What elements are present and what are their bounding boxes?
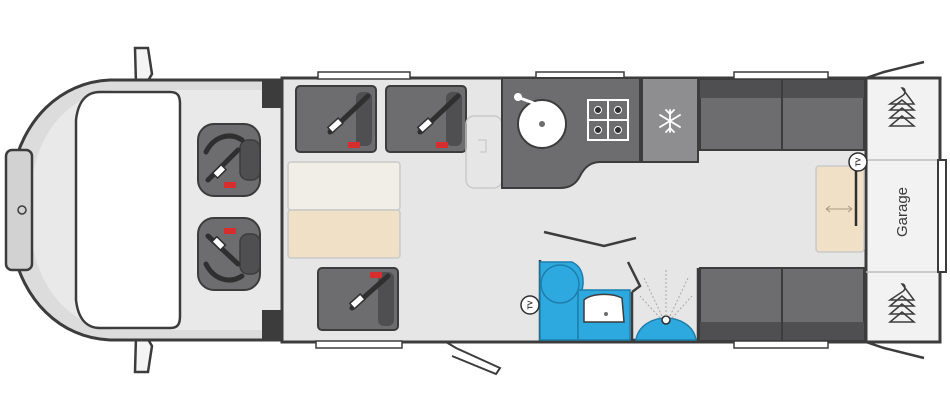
dinette-bed-extension xyxy=(287,209,401,259)
clothes-hanger-icon xyxy=(887,87,917,127)
vehicle-cab xyxy=(4,46,284,374)
dinette-table xyxy=(287,161,401,211)
cab-pillar-top xyxy=(262,80,284,108)
clothes-hanger-icon xyxy=(887,283,917,323)
garage-label: Garage xyxy=(894,187,911,237)
wardrobe-top xyxy=(887,87,917,127)
cab-seat-driver xyxy=(197,123,261,197)
kitchen-unit xyxy=(501,77,641,189)
seatbelt-icon xyxy=(205,228,241,267)
window-top-1 xyxy=(317,71,411,80)
tv-label: TV xyxy=(528,300,535,309)
windscreen xyxy=(74,90,182,330)
travel-seat-2 xyxy=(385,85,467,153)
front-bumper xyxy=(4,148,34,272)
wash-basin-icon xyxy=(583,293,625,323)
slide-arrow-icon xyxy=(825,205,853,213)
rear-seat-bottom xyxy=(699,267,865,341)
seatbelt-icon xyxy=(416,117,434,134)
seatbelt-icon xyxy=(348,293,366,310)
entrance-door xyxy=(445,341,502,376)
rear-seat-top xyxy=(699,79,865,151)
cab-pillar-bottom xyxy=(262,310,284,340)
travel-seat-3 xyxy=(317,267,399,331)
rear-flare-bottom xyxy=(865,340,925,360)
garage-area xyxy=(864,76,942,344)
window-bottom-2 xyxy=(733,340,829,349)
shower-icon xyxy=(635,270,697,341)
window-top-3 xyxy=(733,71,829,80)
fridge xyxy=(641,77,699,163)
seatbelt-icon xyxy=(326,117,344,134)
tv-side: TV xyxy=(520,295,540,315)
tv-label: TV xyxy=(856,157,863,166)
travel-seat-1 xyxy=(295,85,377,153)
window-bottom-1 xyxy=(315,340,403,349)
sink-icon xyxy=(514,93,567,149)
rear-flare-top xyxy=(865,60,925,80)
seatbelt-icon xyxy=(205,147,241,188)
washroom: TV xyxy=(520,230,700,342)
gas-hob-icon xyxy=(587,99,629,141)
cab-seat-passenger xyxy=(197,217,261,291)
garage-door xyxy=(937,159,947,273)
snowflake-icon xyxy=(659,109,681,133)
tv-rear: TV xyxy=(848,152,868,226)
wardrobe-bottom xyxy=(887,283,917,323)
tow-eye xyxy=(17,205,27,215)
